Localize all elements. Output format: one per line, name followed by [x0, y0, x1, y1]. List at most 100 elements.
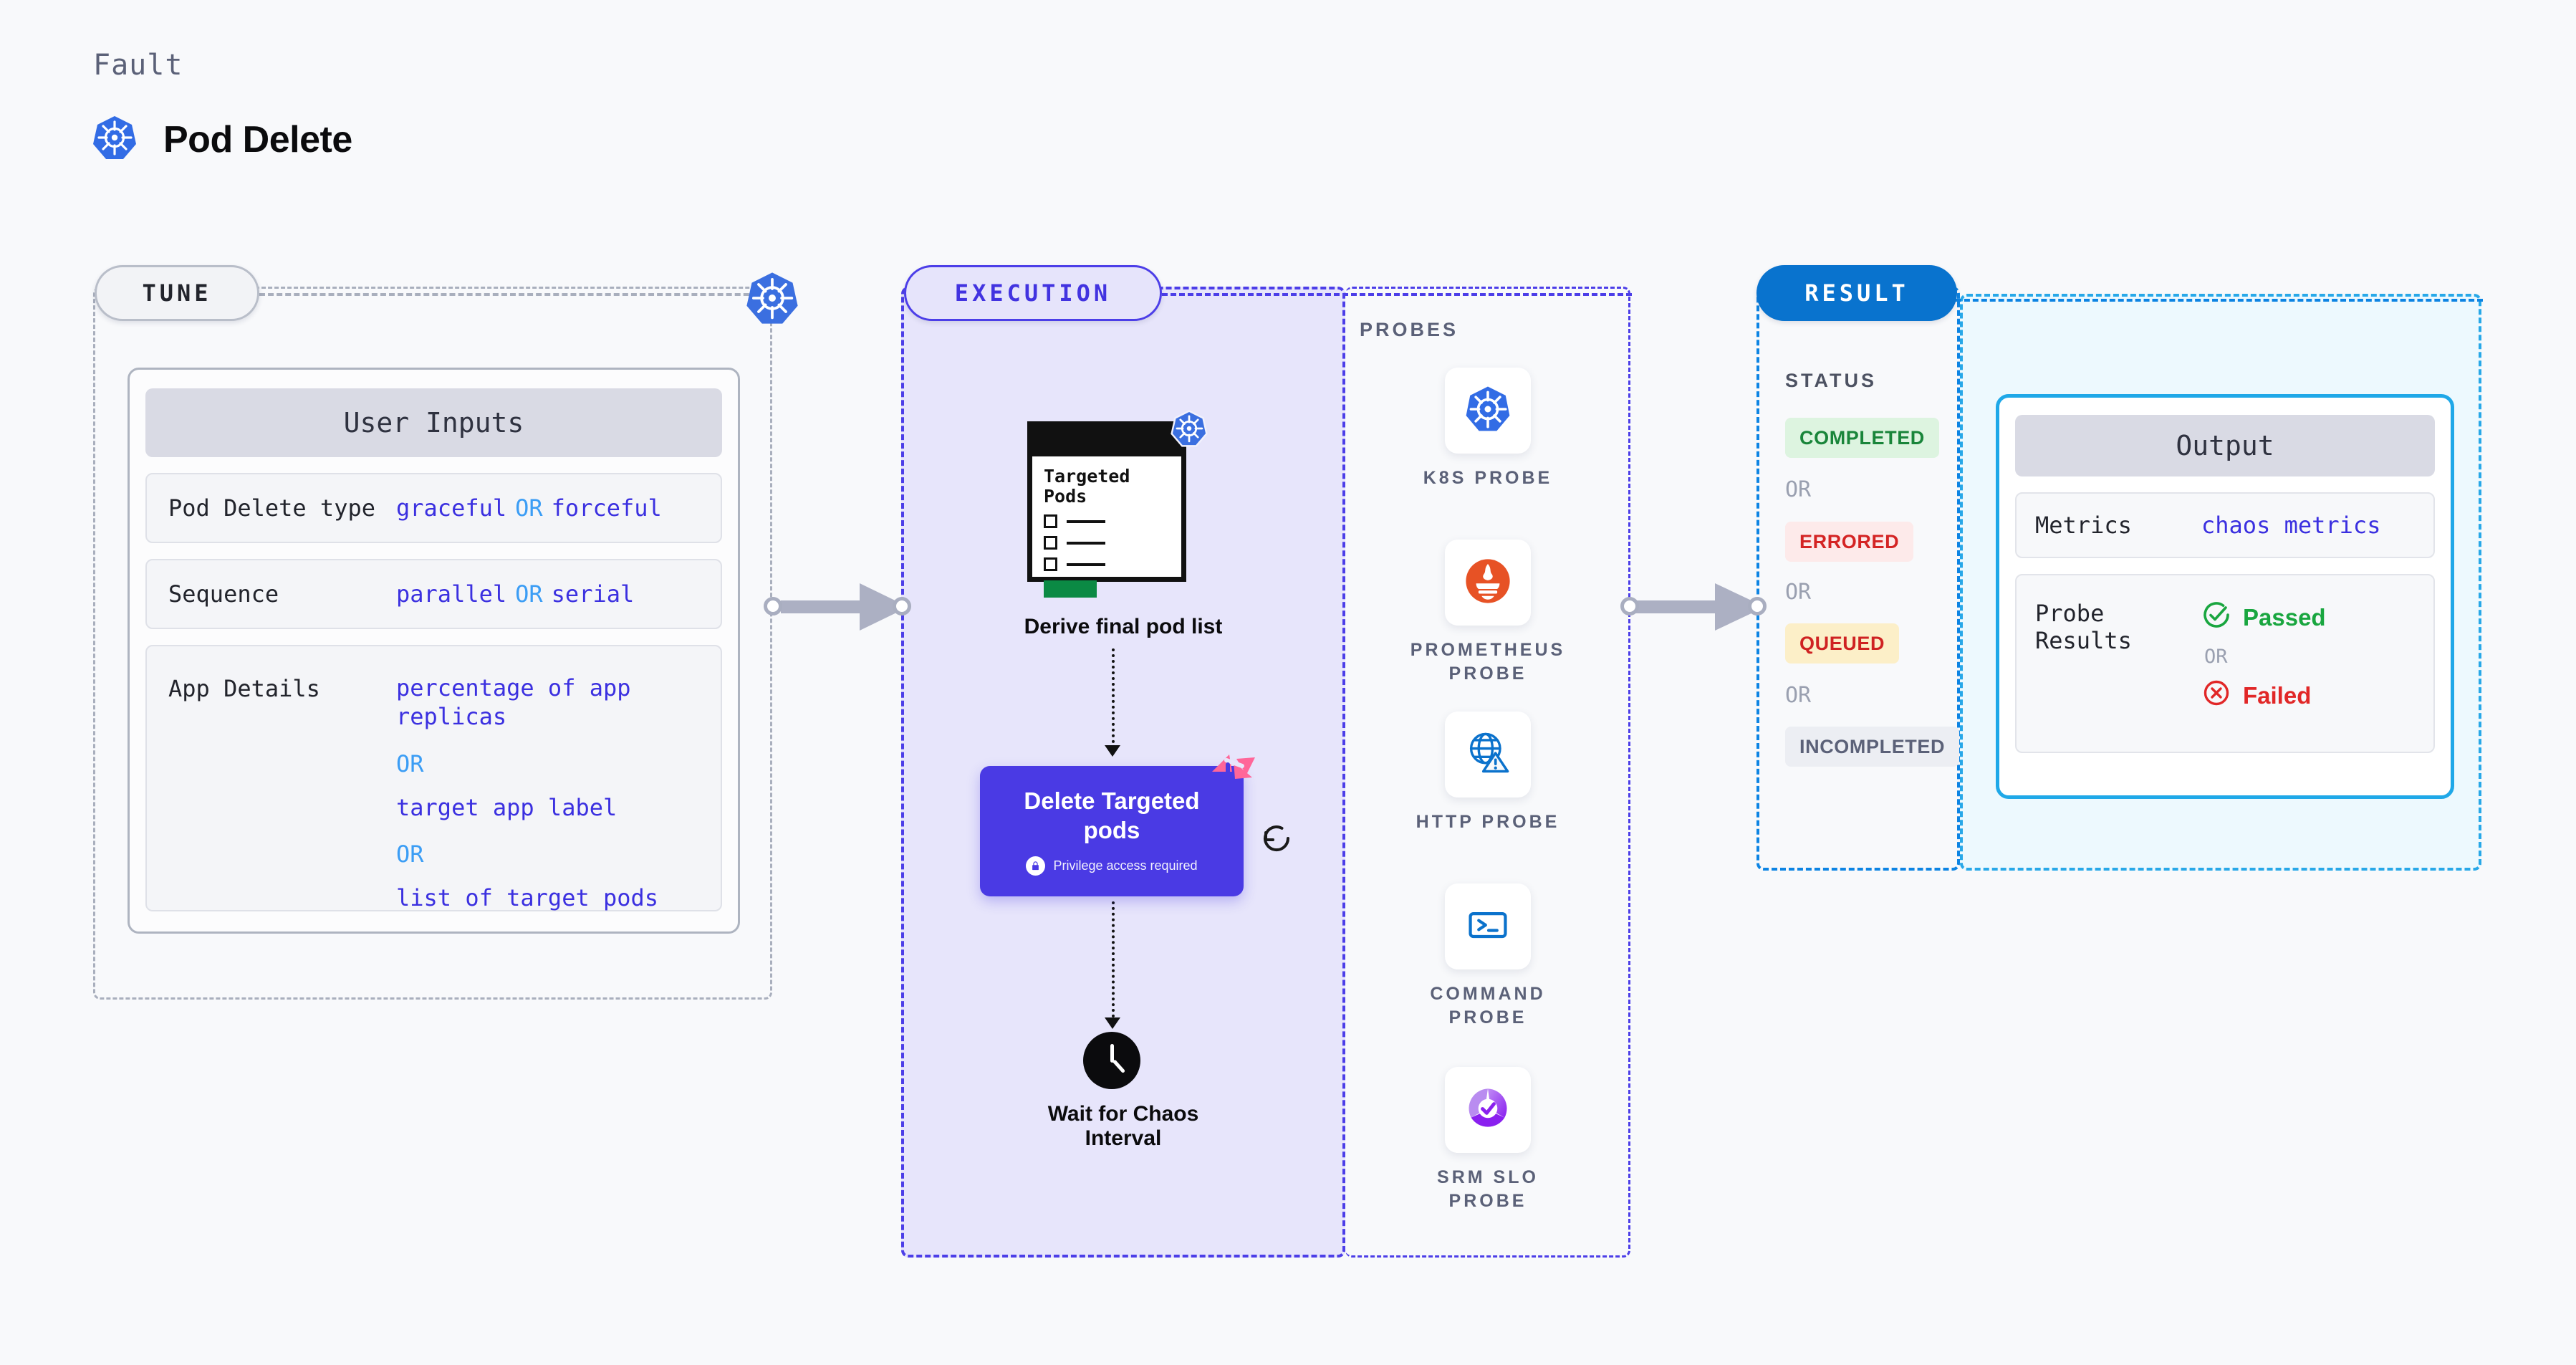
progress-bar — [1044, 580, 1097, 598]
probe-item-k8s[interactable]: K8S PROBE — [1345, 368, 1630, 490]
checkbox-icon — [1044, 557, 1057, 571]
app-details-row[interactable]: App Details percentage of app replicas O… — [145, 645, 722, 911]
app-details-option: list of target pods — [396, 883, 659, 911]
tune-chip-connector — [259, 293, 775, 296]
user-inputs-card: User Inputs Pod Delete type graceful OR … — [128, 368, 740, 934]
user-inputs-title: User Inputs — [145, 388, 722, 457]
probe-label: HTTP PROBE — [1416, 810, 1560, 834]
output-card: Output Metrics chaos metrics Probe Resul… — [1996, 394, 2454, 799]
harness-logo-icon — [1208, 750, 1261, 800]
tune-chip[interactable]: TUNE — [95, 265, 259, 321]
line-placeholder — [1067, 541, 1105, 545]
app-details-option: percentage of app replicas — [396, 674, 631, 731]
http-globe-icon — [1464, 729, 1512, 781]
probe-item-command[interactable]: COMMAND PROBE — [1345, 883, 1630, 1030]
probe-tile — [1445, 883, 1531, 969]
execution-chip[interactable]: EXECUTION — [904, 265, 1162, 321]
probe-result-passed: Passed — [2201, 600, 2326, 636]
app-details-option: target app label — [396, 793, 617, 821]
probe-result-failed: Failed — [2201, 678, 2326, 714]
checkbox-icon — [1044, 514, 1057, 528]
delete-targeted-pods-node[interactable]: Delete Targeted pods Privilege access re… — [980, 755, 1255, 896]
flow-arrowhead — [1105, 745, 1120, 757]
doc-title-line1: Targeted — [1044, 466, 1130, 487]
probes-heading: PROBES — [1360, 319, 1459, 340]
row-value-a: parallel — [396, 580, 507, 608]
page-kicker: Fault — [93, 49, 183, 82]
execution-chip-connector — [1162, 293, 1632, 296]
line-placeholder — [1067, 562, 1105, 566]
status-badge-completed: COMPLETED — [1785, 418, 1939, 458]
probe-results-label-line2: Results — [2035, 627, 2132, 654]
app-details-or: OR — [396, 840, 424, 868]
probe-result-or: OR — [2204, 646, 2228, 668]
status-or: OR — [1785, 580, 1812, 605]
privilege-note: Privilege access required — [1026, 856, 1198, 876]
probe-label-line1: PROMETHEUS — [1410, 640, 1566, 660]
doc-header-bar — [1032, 426, 1181, 456]
probes-panel — [1345, 287, 1630, 1258]
kubernetes-icon — [1171, 410, 1208, 451]
kubernetes-icon — [1462, 383, 1514, 439]
probe-label: PROMETHEUS PROBE — [1410, 638, 1565, 686]
status-badge-queued: QUEUED — [1785, 623, 1900, 664]
table-row[interactable]: Pod Delete type graceful OR forceful — [145, 473, 722, 543]
probe-label-line1: SRM SLO — [1437, 1167, 1539, 1187]
list-item — [1044, 514, 1170, 528]
connector-dot — [1620, 597, 1639, 616]
list-item — [1044, 536, 1170, 550]
flow-arrowhead — [1105, 1017, 1120, 1029]
clock-icon — [1083, 1032, 1140, 1089]
prometheus-icon — [1463, 556, 1513, 610]
row-value-b: forceful — [551, 494, 662, 522]
kubernetes-icon — [92, 115, 138, 164]
flow-line — [1112, 901, 1115, 1023]
probe-label: K8S PROBE — [1423, 466, 1552, 490]
probe-tile — [1445, 1067, 1531, 1153]
delete-node-title-line2: pods — [1083, 816, 1140, 843]
probe-label-line2: PROBE — [1448, 1007, 1527, 1028]
probe-item-srm-slo[interactable]: SRM SLO PROBE — [1345, 1067, 1630, 1213]
probe-label: COMMAND PROBE — [1430, 982, 1545, 1030]
metrics-label: Metrics — [2035, 512, 2132, 539]
status-or: OR — [1785, 477, 1812, 502]
line-placeholder — [1067, 519, 1105, 523]
list-item — [1044, 557, 1170, 571]
probe-result-failed-label: Failed — [2243, 682, 2312, 709]
probe-tile — [1445, 540, 1531, 626]
table-row[interactable]: Sequence parallel OR serial — [145, 559, 722, 629]
row-label: Sequence — [168, 580, 279, 608]
flow-arrow-tune-to-execution — [781, 579, 910, 638]
page-title: Pod Delete — [163, 118, 352, 161]
row-value-a: graceful — [396, 494, 507, 522]
probe-results-values: Passed OR Failed — [2201, 600, 2326, 714]
flow-line — [1112, 648, 1115, 749]
probe-tile — [1445, 712, 1531, 798]
page-title-row: Pod Delete — [92, 115, 352, 164]
status-heading: STATUS — [1785, 370, 1877, 391]
result-chip-connector — [1956, 299, 2483, 302]
probe-label: SRM SLO PROBE — [1437, 1166, 1539, 1213]
probe-tile — [1445, 368, 1531, 454]
result-chip[interactable]: RESULT — [1756, 265, 1957, 321]
metrics-value: chaos metrics — [2201, 512, 2381, 539]
probe-label-line2: PROBE — [1448, 1191, 1527, 1211]
privilege-note-text: Privilege access required — [1053, 858, 1198, 873]
probe-label-line2: PROBE — [1448, 664, 1527, 684]
wait-interval-label: Wait for Chaos Interval — [901, 1102, 1345, 1151]
row-or: OR — [515, 494, 543, 522]
probe-item-http[interactable]: HTTP PROBE — [1345, 712, 1630, 834]
doc-card: Targeted Pods — [1027, 421, 1186, 598]
probe-label-line1: K8S PROBE — [1423, 468, 1553, 488]
app-details-label: App Details — [168, 675, 320, 702]
metrics-row[interactable]: Metrics chaos metrics — [2015, 492, 2435, 558]
probe-item-prometheus[interactable]: PROMETHEUS PROBE — [1345, 540, 1630, 686]
probe-label-line1: COMMAND — [1430, 984, 1546, 1004]
checkbox-icon — [1044, 536, 1057, 550]
wait-interval-line1: Wait for Chaos — [1047, 1102, 1199, 1126]
wait-interval-line2: Interval — [1085, 1126, 1162, 1150]
probe-results-row[interactable]: Probe Results Passed OR — [2015, 574, 2435, 753]
probe-result-passed-label: Passed — [2243, 604, 2326, 631]
kubernetes-icon — [745, 271, 799, 329]
status-badge-incompleted: INCOMPLETED — [1785, 727, 1960, 767]
